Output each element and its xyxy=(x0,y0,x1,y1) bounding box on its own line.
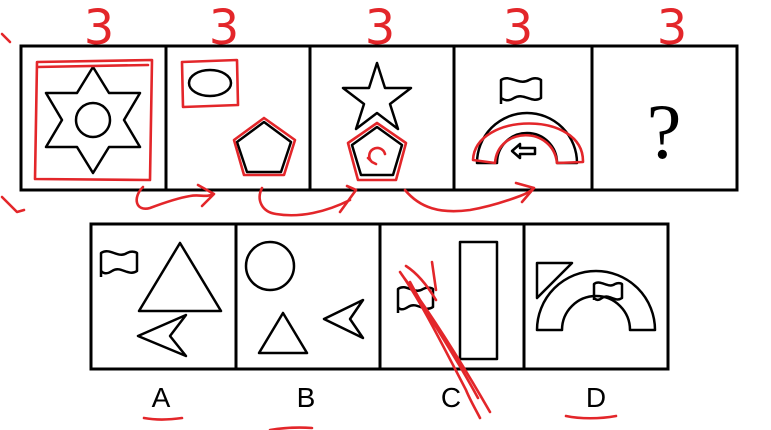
option-a-figure xyxy=(99,241,223,358)
question-cell-4 xyxy=(452,44,594,192)
ink-trace-pentagon xyxy=(346,121,408,182)
ink-underline-a xyxy=(142,416,184,421)
ellipse-shape xyxy=(187,68,233,98)
arch-shape xyxy=(535,269,657,332)
ink-cross-out xyxy=(398,260,492,420)
question-mark: ? xyxy=(647,88,682,175)
flag-shape xyxy=(499,76,543,104)
triangle-shape xyxy=(535,261,574,300)
ink-underline-d xyxy=(564,414,618,420)
handwritten-annotations: 3 3 3 3 3 xyxy=(0,0,688,430)
cell-2-figure xyxy=(187,68,293,174)
question-cell-5 xyxy=(590,44,739,192)
option-c-label[interactable]: C xyxy=(441,382,461,413)
arrow-shape xyxy=(510,142,537,160)
option-c-cell[interactable] xyxy=(378,222,526,371)
pentagon-shape xyxy=(350,125,404,177)
circle-shape xyxy=(74,101,112,139)
ink-connector xyxy=(403,181,536,213)
ink-box-ellipse xyxy=(180,58,240,109)
option-d-label[interactable]: D xyxy=(586,382,606,413)
ink-trace-pentagon xyxy=(232,116,297,177)
cell-3-figure xyxy=(341,61,413,177)
circle-shape xyxy=(244,240,296,292)
annotation-count-3: 3 xyxy=(365,0,396,56)
annotation-count-2: 3 xyxy=(209,0,240,56)
annotation-count-4: 3 xyxy=(503,0,534,56)
pentagon-shape xyxy=(235,120,293,174)
triangle-shape xyxy=(137,241,223,313)
arrowhead-shape xyxy=(322,298,365,340)
flag-shape xyxy=(99,250,139,277)
option-b-figure xyxy=(244,240,365,355)
ink-stroke xyxy=(0,195,26,214)
ink-connector xyxy=(135,183,216,210)
ink-connector xyxy=(258,184,358,217)
rectangle-shape xyxy=(458,240,499,361)
triangle-shape xyxy=(257,311,309,355)
annotation-count-1: 3 xyxy=(84,0,115,56)
star-shape xyxy=(341,61,413,131)
hexagram-shape xyxy=(44,65,142,175)
option-a-label[interactable]: A xyxy=(152,382,171,413)
option-d-figure xyxy=(535,261,657,332)
flag-shape xyxy=(592,281,624,302)
option-b-label[interactable]: B xyxy=(297,382,316,413)
ink-trace-arch xyxy=(471,122,585,165)
ink-stroke xyxy=(0,32,12,44)
ink-circle-arrow xyxy=(366,146,387,166)
annotation-count-5: 3 xyxy=(657,0,688,56)
cell-1-figure xyxy=(44,65,142,175)
arrowhead-shape xyxy=(136,313,188,358)
option-b-cell[interactable] xyxy=(234,222,382,371)
ink-box-cell-1 xyxy=(33,58,154,182)
